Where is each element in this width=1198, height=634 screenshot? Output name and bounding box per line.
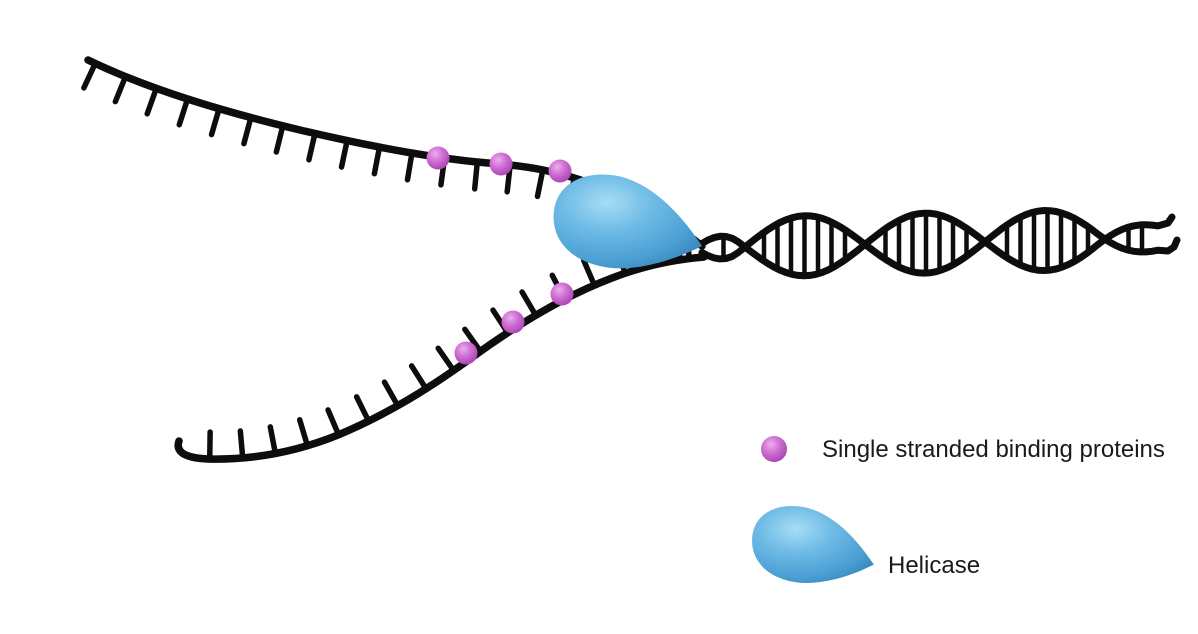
ssb-protein bbox=[550, 282, 574, 306]
legend: Single stranded binding proteins Helicas… bbox=[752, 436, 1165, 583]
bottom-single-strand bbox=[174, 253, 708, 463]
double-helix-strand-b bbox=[698, 207, 1181, 277]
ssb-proteins-top bbox=[426, 146, 572, 183]
ssb-protein bbox=[489, 152, 513, 176]
ssb-protein bbox=[454, 341, 478, 365]
base-pair-rungs bbox=[721, 211, 1145, 276]
double-helix-strand-a bbox=[698, 209, 1176, 280]
legend-helicase-label: Helicase bbox=[888, 552, 980, 579]
ssb-protein-icon bbox=[761, 436, 787, 462]
ssb-proteins-bottom bbox=[454, 282, 574, 365]
ssb-protein bbox=[548, 159, 572, 183]
ssb-protein bbox=[501, 310, 525, 334]
helicase bbox=[553, 174, 702, 269]
ssb-protein bbox=[426, 146, 450, 170]
legend-ssb-label: Single stranded binding proteins bbox=[822, 436, 1165, 463]
helicase-icon bbox=[752, 506, 874, 583]
